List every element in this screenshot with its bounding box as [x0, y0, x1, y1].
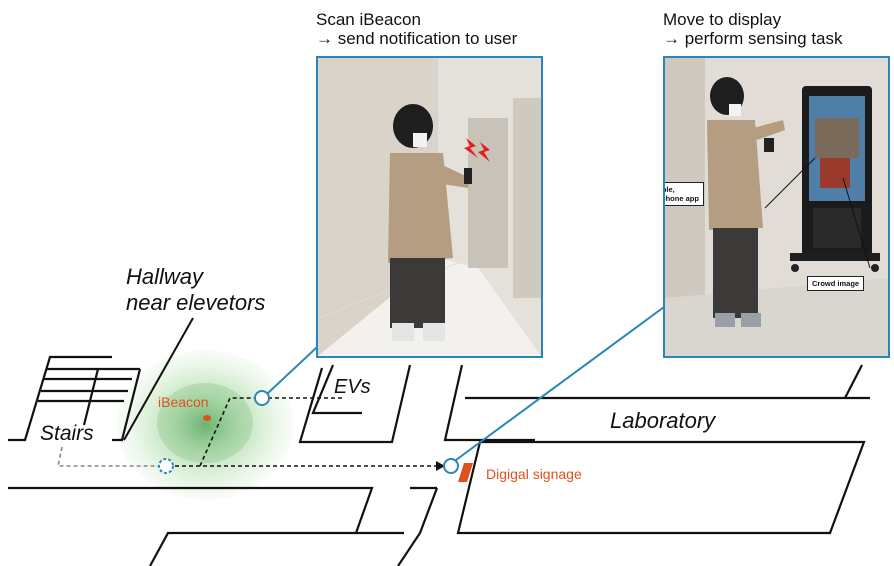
beacon-zone-inner	[157, 383, 253, 463]
photo-scan-ibeacon	[316, 56, 543, 358]
signage-point	[443, 458, 459, 474]
path-from-stairs	[57, 446, 160, 467]
evs-box	[311, 364, 362, 415]
hallway-label-line1: Hallway	[126, 264, 204, 289]
ev-wall	[298, 364, 412, 444]
caption-right-line1: Move to display	[663, 10, 782, 29]
signage-marker	[458, 463, 473, 482]
corridor-wall-upper	[443, 364, 535, 442]
laboratory-label: Laboratory	[610, 408, 716, 433]
photo-sensing-scene	[665, 58, 888, 356]
hallway-label-line2: near elevetors	[126, 290, 266, 315]
path-to-beacon	[199, 397, 258, 467]
ibeacon-dot	[203, 415, 211, 421]
beacon-scan-point	[254, 390, 270, 406]
count-people-note: Count number of people, and answer on sm…	[663, 182, 704, 206]
path-arrowhead	[436, 461, 445, 471]
hallway-start-point	[158, 458, 174, 474]
hallway-pointer	[123, 317, 194, 441]
corridor-wall-lower	[8, 486, 374, 534]
hallway-label: Hallway near elevetors	[126, 264, 265, 316]
ibeacon-label: iBeacon	[158, 394, 209, 410]
crowd-image-note: Crowd image	[807, 276, 865, 291]
caption-left-line2: → send notification to user	[316, 29, 518, 48]
caption-left: Scan iBeacon → send notification to user	[316, 10, 517, 48]
caption-right-line2: → perform sensing task	[663, 29, 843, 48]
stairs	[8, 355, 142, 442]
corridor-wall-bottom	[149, 531, 404, 566]
crowd-note-label: Crowd image	[812, 279, 860, 288]
laboratory-room	[456, 440, 866, 535]
count-note-line2: and answer on smartphone app	[663, 194, 699, 203]
caption-left-line1: Scan iBeacon	[316, 10, 421, 29]
photo-scan-scene	[318, 58, 541, 356]
connector-right	[455, 306, 665, 461]
count-note-line1: Count number of people,	[663, 185, 675, 194]
evs-label: EVs	[334, 376, 371, 398]
signage-label: Digigal signage	[486, 466, 582, 482]
photo-sensing-task: Count number of people, and answer on sm…	[663, 56, 890, 358]
corridor-right	[844, 364, 863, 399]
caption-right: Move to display → perform sensing task	[663, 10, 843, 48]
stairs-label: Stairs	[40, 422, 94, 445]
corridor-wall-mid	[397, 487, 439, 566]
